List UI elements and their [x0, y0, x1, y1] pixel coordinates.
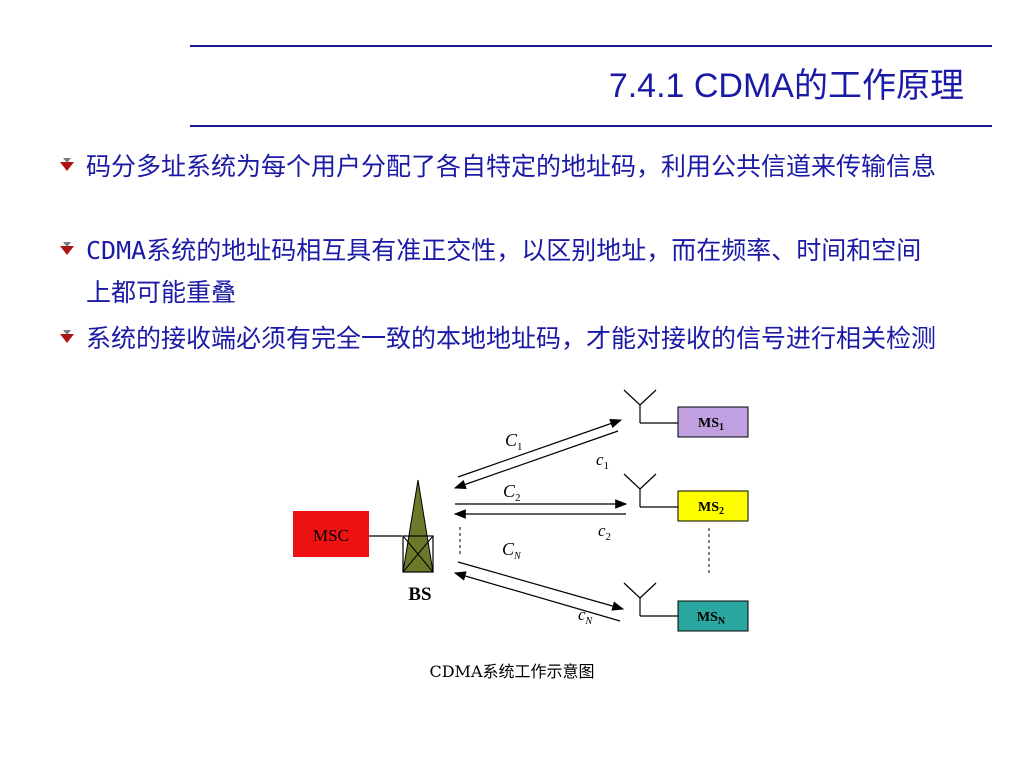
- ms1-label: MS1: [698, 416, 724, 433]
- ms2-antenna-icon: [623, 473, 678, 508]
- bullet-arrow-icon: [60, 242, 74, 255]
- bullet-arrow-icon: [60, 330, 74, 343]
- reverse-link-label-2: c2: [598, 521, 611, 543]
- forward-link-label-2: C2: [503, 481, 521, 504]
- ms1-antenna-icon: [623, 389, 678, 424]
- forward-link-label-1: C1: [505, 430, 523, 453]
- ms2-box: [677, 490, 749, 522]
- bs-tower-icon: [402, 479, 434, 573]
- msc-box: [293, 511, 369, 557]
- msn-antenna-icon: [623, 582, 678, 617]
- link-n: [453, 561, 625, 622]
- diagram-caption: CDMA系统工作示意图: [429, 662, 595, 681]
- bullet-text: 码分多址系统为每个用户分配了各自特定的地址码，利用公共信道来传输信息: [86, 152, 937, 181]
- reverse-link-label-n: cN: [578, 605, 594, 627]
- msn-label: MSN: [697, 610, 726, 627]
- ms1-box: [677, 406, 749, 438]
- title-top-rule: [190, 45, 992, 47]
- title-bottom-rule: [190, 125, 992, 127]
- page-title: 7.4.1 CDMA的工作原理: [608, 67, 964, 105]
- msn-box: [677, 600, 749, 632]
- bs-label: BS: [408, 584, 431, 605]
- bullet-arrow-icon: [60, 158, 74, 171]
- forward-link-label-n: CN: [502, 539, 522, 562]
- bullet-text: CDMA系统的地址码相互具有准正交性，以区别地址，而在频率、时间和空间上都可能重…: [86, 236, 922, 307]
- reverse-link-label-1: c1: [596, 450, 609, 472]
- bullet-text: 系统的接收端必须有完全一致的本地地址码，才能对接收的信号进行相关检测: [86, 324, 937, 353]
- msc-label: MSC: [313, 526, 349, 545]
- link-2: [453, 499, 628, 519]
- link-1: [453, 419, 623, 489]
- ms2-label: MS2: [698, 500, 724, 517]
